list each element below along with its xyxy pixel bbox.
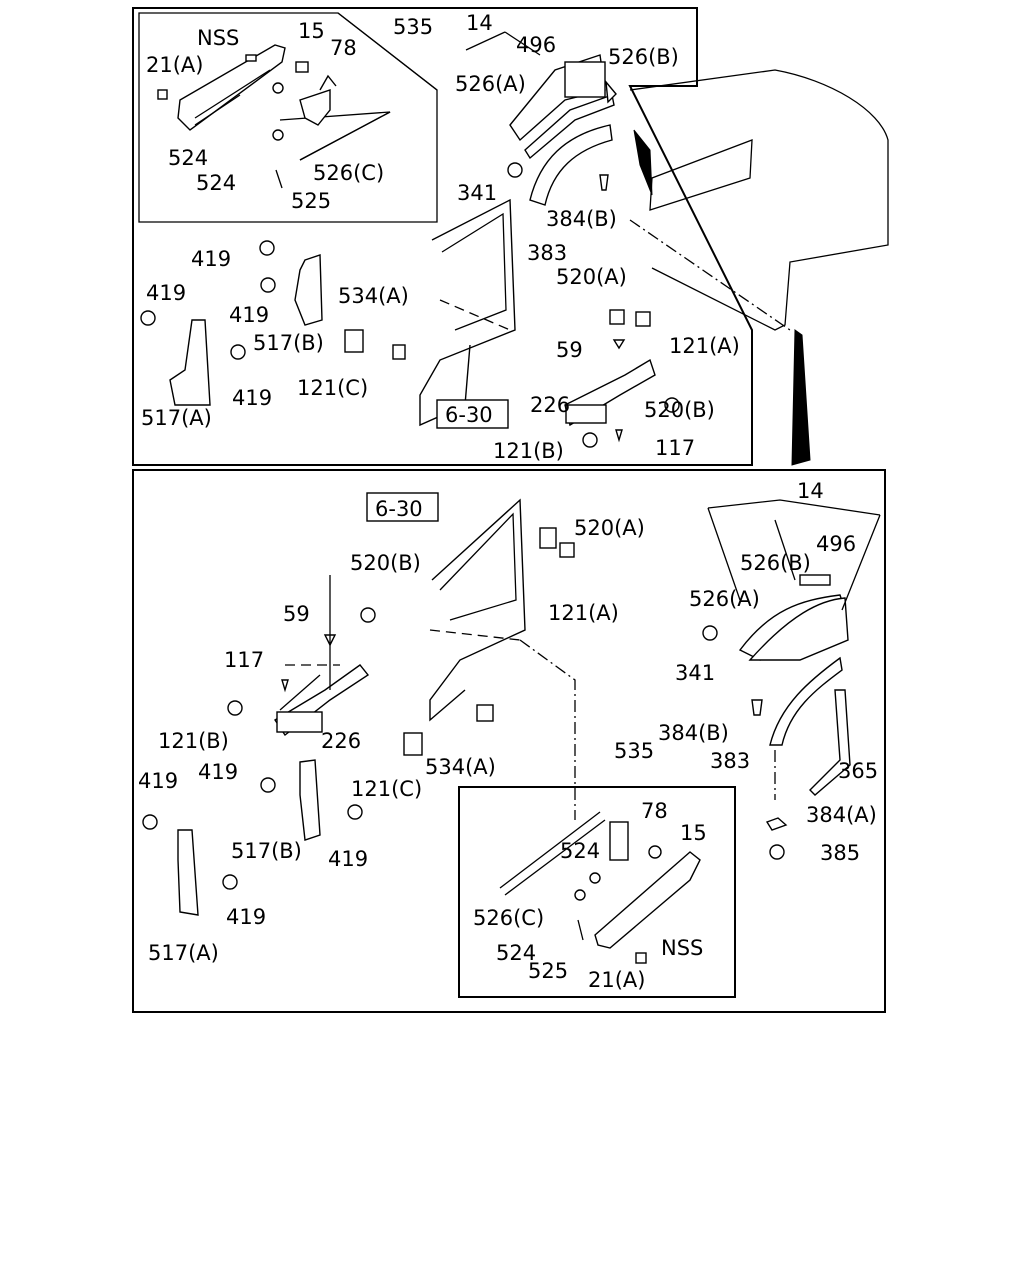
top-label-341: 341: [457, 181, 497, 205]
bottom-panel: 6-30 520(A) 520(B) 121(A) 14 526(B) 496 …: [132, 469, 886, 1013]
bottom-label-517a: 517(A): [148, 941, 219, 965]
top-226-bracket: [564, 309, 680, 448]
bottom-label-525: 525: [528, 959, 568, 983]
top-label-117: 117: [655, 436, 695, 460]
bottom-label-384a: 384(A): [806, 803, 877, 827]
bottom-label-59: 59: [283, 602, 310, 626]
bottom-label-121c: 121(C): [351, 777, 422, 801]
top-label-517a: 517(A): [141, 406, 212, 430]
bottom-label-121b: 121(B): [158, 729, 229, 753]
bottom-label-385: 385: [820, 841, 860, 865]
top-label-121c: 121(C): [297, 376, 368, 400]
bottom-label-419d: 419: [226, 905, 266, 929]
bottom-nss-panel: [499, 811, 701, 964]
bottom-label-226: 226: [321, 729, 361, 753]
bottom-label-384b: 384(B): [658, 721, 729, 745]
bottom-label-nss: NSS: [661, 936, 703, 960]
top-label-534a: 534(A): [338, 284, 409, 308]
bottom-label-383: 383: [710, 749, 750, 773]
bottom-label-419c: 419: [328, 847, 368, 871]
top-label-226: 226: [530, 393, 570, 417]
top-label-384b: 384(B): [546, 207, 617, 231]
top-label-419c: 419: [229, 303, 269, 327]
top-inset-box: [138, 12, 438, 223]
top-ref-box: [436, 399, 509, 429]
bottom-label-526b: 526(B): [740, 551, 811, 575]
top-label-nss: NSS: [197, 26, 239, 50]
bottom-label-365: 365: [838, 759, 878, 783]
bottom-label-ref630: 6-30: [375, 497, 423, 521]
bottom-label-15: 15: [680, 821, 707, 845]
bottom-label-78: 78: [641, 799, 668, 823]
bottom-label-534a: 534(A): [425, 755, 496, 779]
top-label-525: 525: [291, 189, 331, 213]
bottom-label-535: 535: [614, 739, 654, 763]
top-cab-body: [629, 69, 889, 466]
bottom-grommets: [403, 527, 575, 756]
top-label-524a: 524: [168, 146, 208, 170]
top-label-526b: 526(B): [608, 45, 679, 69]
top-label-524b: 524: [196, 171, 236, 195]
bottom-label-526c: 526(C): [473, 906, 544, 930]
top-label-520b: 520(B): [644, 398, 715, 422]
bottom-ref-box: [366, 492, 439, 522]
top-label-59: 59: [556, 338, 583, 362]
top-label-419b: 419: [146, 281, 186, 305]
bottom-label-496: 496: [816, 532, 856, 556]
top-door-frame: [419, 198, 516, 429]
top-label-ref630: 6-30: [445, 403, 493, 427]
bottom-label-21a: 21(A): [588, 968, 645, 992]
bottom-label-14: 14: [797, 479, 824, 503]
top-fender-parts: [465, 31, 617, 206]
bottom-label-419a: 419: [138, 769, 178, 793]
bottom-label-524b: 524: [496, 941, 536, 965]
top-label-419a: 419: [191, 247, 231, 271]
bottom-inset-box: [458, 786, 736, 998]
top-nss-panel: [157, 44, 391, 189]
bottom-label-520b: 520(B): [350, 551, 421, 575]
top-label-14: 14: [466, 11, 493, 35]
bottom-label-520a: 520(A): [574, 516, 645, 540]
bottom-226-bracket: [227, 575, 376, 737]
top-label-496: 496: [516, 33, 556, 57]
top-label-526a: 526(A): [455, 72, 526, 96]
top-label-15: 15: [298, 19, 325, 43]
bottom-label-517b: 517(B): [231, 839, 302, 863]
bottom-label-121a: 121(A): [548, 601, 619, 625]
bottom-label-341: 341: [675, 661, 715, 685]
bottom-label-117: 117: [224, 648, 264, 672]
top-panel-border: [132, 7, 753, 466]
top-label-78: 78: [330, 36, 357, 60]
bottom-label-419b: 419: [198, 760, 238, 784]
bottom-label-524a: 524: [560, 839, 600, 863]
bottom-label-526a: 526(A): [689, 587, 760, 611]
top-panel: NSS 15 78 535 21(A) 524 524 526(C) 525 1…: [132, 7, 889, 466]
bottom-fender-parts: [702, 499, 881, 860]
top-label-121a: 121(A): [669, 334, 740, 358]
bottom-door-frame: [366, 492, 576, 820]
top-label-526c: 526(C): [313, 161, 384, 185]
top-label-383: 383: [527, 241, 567, 265]
top-label-520a: 520(A): [556, 265, 627, 289]
top-label-419d: 419: [232, 386, 272, 410]
bottom-brackets: [142, 759, 363, 916]
top-label-535: 535: [393, 15, 433, 39]
top-label-21a: 21(A): [146, 53, 203, 77]
bottom-panel-border: [132, 469, 886, 1013]
top-label-517b: 517(B): [253, 331, 324, 355]
top-label-121b: 121(B): [493, 439, 564, 463]
top-brackets: [140, 240, 406, 406]
